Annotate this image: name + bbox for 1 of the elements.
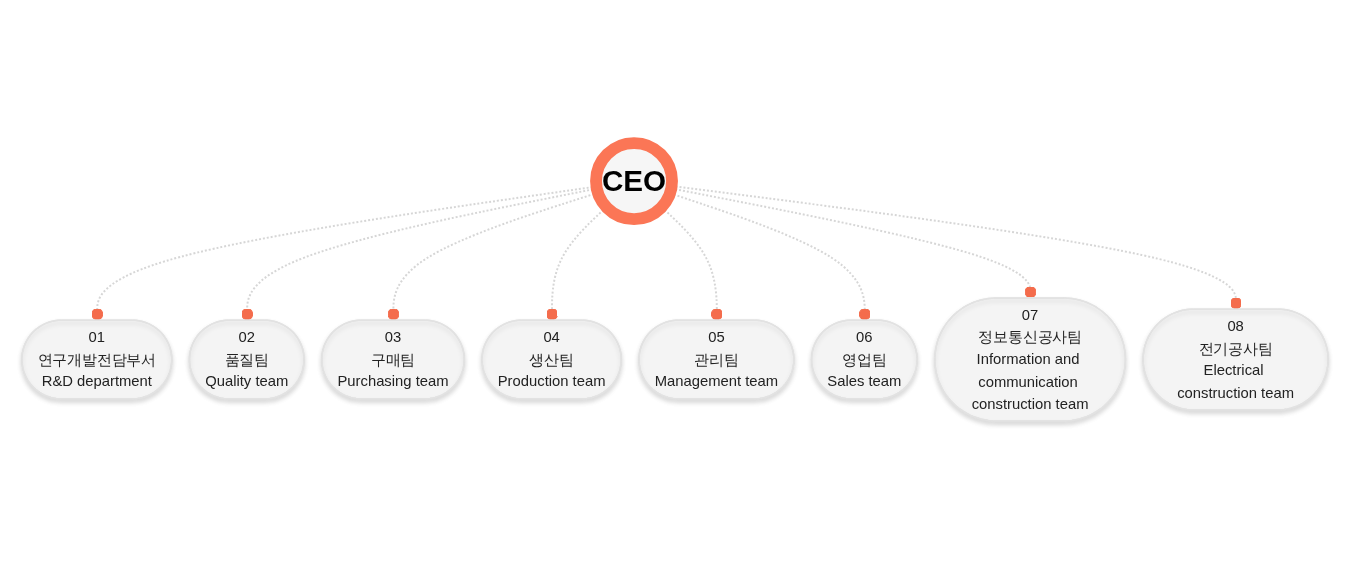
node-circle: CEO — [590, 137, 678, 225]
